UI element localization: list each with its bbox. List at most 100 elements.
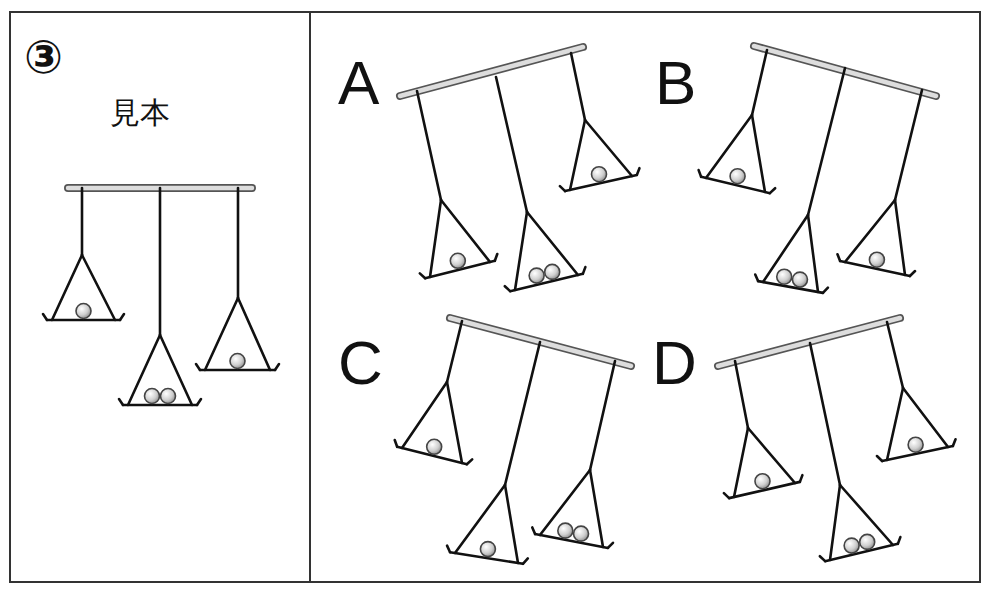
mobiles bbox=[43, 46, 956, 564]
hanging-string bbox=[808, 68, 845, 215]
mobile-bar-fill bbox=[718, 318, 900, 366]
basket-string bbox=[402, 382, 447, 448]
outer-frame bbox=[10, 12, 980, 582]
basket-tray bbox=[758, 281, 823, 293]
panel-divider bbox=[309, 12, 311, 582]
option-letter: C bbox=[338, 332, 383, 394]
basket-tray bbox=[123, 404, 197, 407]
weight-ball bbox=[145, 389, 160, 404]
basket-string bbox=[430, 200, 441, 277]
basket-string bbox=[895, 200, 905, 275]
hanging-string bbox=[810, 343, 840, 485]
basket-string bbox=[845, 200, 895, 262]
weight-ball bbox=[792, 272, 807, 287]
weight-ball bbox=[76, 304, 91, 319]
basket-lip bbox=[532, 527, 535, 534]
basket-lip bbox=[953, 439, 956, 446]
weight-ball bbox=[755, 474, 770, 489]
basket-string bbox=[441, 200, 490, 262]
basket-lip bbox=[196, 364, 200, 370]
weight-ball bbox=[777, 269, 792, 284]
mobile-bar bbox=[718, 318, 900, 366]
basket-lip bbox=[770, 188, 775, 193]
hanging-string bbox=[81, 188, 84, 255]
basket-lip bbox=[637, 168, 640, 175]
weight-ball bbox=[480, 542, 495, 557]
basket-lip bbox=[420, 273, 425, 278]
basket-lip bbox=[583, 267, 586, 274]
hanging-string bbox=[447, 321, 462, 382]
hanging-string bbox=[590, 361, 615, 470]
weight-ball bbox=[427, 439, 442, 454]
weight-ball bbox=[844, 538, 859, 553]
basket-lip bbox=[495, 254, 497, 261]
mobile-bar bbox=[400, 47, 583, 96]
basket-string bbox=[160, 335, 192, 405]
basket-string bbox=[808, 215, 818, 292]
weight-ball bbox=[230, 354, 245, 369]
basket-string bbox=[590, 470, 603, 547]
hanging-string bbox=[417, 91, 441, 200]
hanging-string bbox=[496, 77, 527, 212]
weight-ball bbox=[161, 389, 176, 404]
basket-string bbox=[505, 485, 518, 563]
weight-ball bbox=[860, 534, 875, 549]
basket-string bbox=[128, 335, 160, 405]
basket-lip bbox=[823, 288, 828, 293]
basket-lip bbox=[724, 493, 729, 498]
basket-lip bbox=[877, 456, 882, 461]
option-letter: A bbox=[338, 52, 379, 114]
mobile-bar-fill bbox=[400, 47, 583, 96]
basket-lip bbox=[800, 475, 803, 482]
hanging-string bbox=[505, 342, 540, 485]
basket-string bbox=[903, 388, 948, 447]
basket-lip bbox=[755, 274, 758, 281]
basket-lip bbox=[910, 271, 915, 276]
basket-lip bbox=[197, 399, 201, 405]
question-number: ③ bbox=[24, 34, 63, 80]
hanging-string bbox=[895, 90, 922, 200]
basket-lip bbox=[560, 186, 565, 191]
basket-lip bbox=[467, 459, 472, 464]
basket-string bbox=[748, 428, 795, 483]
weight-ball bbox=[869, 252, 884, 267]
basket-lip bbox=[820, 556, 825, 561]
weight-ball bbox=[908, 437, 923, 452]
hanging-string bbox=[752, 50, 767, 115]
basket-string bbox=[887, 388, 903, 460]
basket-string bbox=[515, 212, 527, 290]
basket-lip bbox=[43, 314, 47, 320]
basket-lip bbox=[837, 254, 840, 261]
option-letter: D bbox=[652, 332, 697, 394]
weight-ball bbox=[545, 264, 560, 279]
hanging-string bbox=[237, 188, 240, 298]
hanging-string bbox=[159, 188, 162, 335]
basket-string bbox=[447, 382, 462, 463]
basket-lip bbox=[608, 543, 613, 548]
option-letter: B bbox=[655, 52, 696, 114]
basket-lip bbox=[119, 399, 123, 405]
basket-lip bbox=[395, 440, 397, 447]
hanging-string bbox=[735, 361, 748, 428]
basket-lip bbox=[120, 314, 124, 320]
sample-title: 見本 bbox=[110, 98, 170, 128]
weight-ball bbox=[450, 253, 465, 268]
basket-string bbox=[706, 115, 752, 178]
basket-string bbox=[570, 120, 585, 190]
weight-ball bbox=[574, 526, 589, 541]
weight-ball bbox=[592, 167, 607, 182]
weight-ball bbox=[730, 169, 745, 184]
basket-string bbox=[455, 485, 505, 553]
basket-lip bbox=[699, 170, 702, 177]
basket-string bbox=[830, 485, 840, 560]
basket-string bbox=[585, 120, 632, 176]
basket-lip bbox=[505, 286, 510, 291]
basket-string bbox=[752, 115, 765, 192]
hanging-string bbox=[887, 322, 903, 388]
weight-ball bbox=[529, 268, 544, 283]
basket-lip bbox=[523, 558, 528, 563]
hanging-string bbox=[571, 53, 585, 120]
basket-lip bbox=[898, 537, 901, 544]
